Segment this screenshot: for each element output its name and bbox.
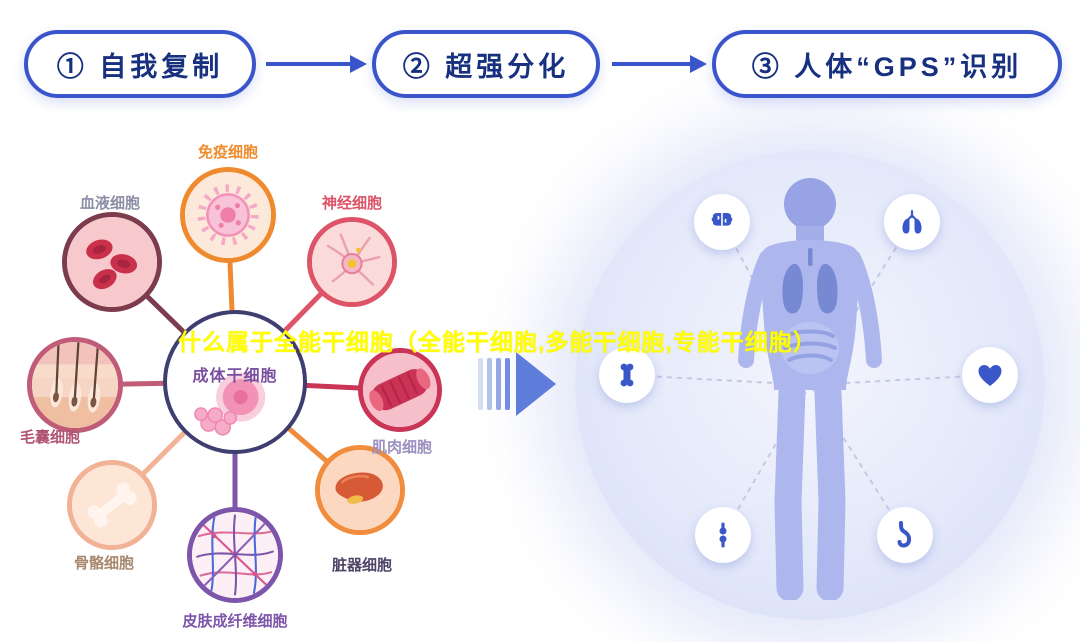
brain-icon-circle <box>694 194 750 250</box>
immune-cell-icon <box>185 172 271 258</box>
organ-cell-icon <box>320 450 400 530</box>
stem-cell-cluster-icon <box>194 372 266 436</box>
stomach-icon <box>897 521 912 548</box>
lungs-icon-circle <box>884 194 940 250</box>
step-arrow-icon <box>612 55 707 73</box>
hair-follicle-cell-label: 毛囊细胞 <box>19 429 81 446</box>
knee-joint-icon-circle <box>695 507 751 563</box>
immune-cell-label: 免疫细胞 <box>197 144 259 161</box>
blood-cell-icon <box>67 217 157 307</box>
step-pill-gps-recognition: ③ 人体“GPS”识别 <box>712 30 1062 98</box>
step-arrow-icon <box>266 55 367 73</box>
nerve-cell-circle <box>307 217 397 307</box>
adult-stem-cell-label: 成体干细胞 <box>192 368 278 385</box>
bone-cell-label: 骨骼细胞 <box>73 555 135 572</box>
bone-icon-circle <box>599 347 655 403</box>
human-body-silhouette <box>738 178 882 600</box>
step-pill-differentiation: ② 超强分化 <box>372 30 600 98</box>
bone-cell-circle <box>67 460 157 550</box>
organ-cell-label: 脏器细胞 <box>331 557 393 574</box>
page-title: 什么属于全能干细胞（全能干细胞,多能干细胞,专能干细胞） <box>178 329 817 355</box>
bone-icon <box>620 363 634 387</box>
muscle-cell-circle <box>358 348 442 432</box>
nerve-cell-icon <box>312 222 392 302</box>
heart-icon-circle <box>962 347 1018 403</box>
muscle-cell-label: 肌肉细胞 <box>371 439 433 456</box>
hair-follicle-icon <box>32 342 118 428</box>
step-2-label: ② 超强分化 <box>402 51 570 82</box>
blood-cell-circle <box>62 212 162 312</box>
skin-fibroblast-icon <box>192 512 278 598</box>
skin-fibroblast-cell-circle <box>187 507 283 603</box>
brain-icon <box>711 213 733 226</box>
blood-cell-label: 血液细胞 <box>79 195 141 212</box>
bone-cell-icon <box>72 465 152 545</box>
organ-cell-circle <box>315 445 405 535</box>
step-3-label: ③ 人体“GPS”识别 <box>751 51 1023 82</box>
knee-joint-icon <box>719 522 727 548</box>
lungs-icon <box>902 210 922 234</box>
immune-cell-circle <box>180 167 276 263</box>
hair-follicle-cell-circle <box>27 337 123 433</box>
step-pill-self-replication: ① 自我复制 <box>24 30 256 98</box>
step-1-label: ① 自我复制 <box>56 51 224 82</box>
stomach-icon-circle <box>877 507 933 563</box>
adult-stem-cell-circle: 成体干细胞 <box>163 310 307 454</box>
muscle-cell-icon <box>363 353 437 427</box>
skin-fibroblast-cell-label: 皮肤成纤维细胞 <box>182 613 288 630</box>
nerve-cell-label: 神经细胞 <box>321 195 383 212</box>
transition-arrow-icon <box>478 352 556 416</box>
heart-icon <box>978 365 1002 386</box>
